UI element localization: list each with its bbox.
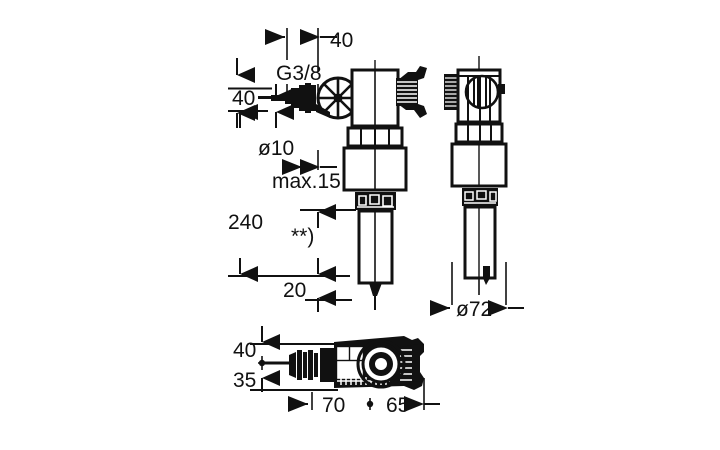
- side-adjustment-band: [462, 188, 498, 206]
- label-dim-40-left: 40: [232, 87, 255, 110]
- dim-20-leaders: [305, 290, 352, 312]
- plan-circular-boss: [356, 339, 406, 389]
- dim-40-top-leaders: [265, 28, 337, 72]
- label-dim-240: 240: [228, 211, 263, 234]
- label-dim-thread: G3/8: [276, 62, 322, 85]
- valve-upper-body: [350, 68, 400, 128]
- label-dim-35-plan: 35: [233, 369, 256, 392]
- valve-main-housing: [342, 146, 408, 192]
- side-collar: [454, 122, 504, 144]
- valve-collar: [346, 126, 404, 148]
- label-dim-max15: max.15: [272, 170, 341, 193]
- dim-d72-leaders: [430, 262, 524, 316]
- side-elevation-view: [444, 56, 508, 295]
- side-hose-connector: [444, 74, 458, 110]
- plan-view-dimensions: [250, 326, 440, 412]
- side-lower-shank: [463, 205, 497, 295]
- front-elevation-view: [258, 60, 427, 310]
- dim-max15-leaders: [282, 150, 345, 175]
- plan-top-view: [262, 336, 424, 390]
- dimension-labels: 40 G3/8 40 ø10 max.15 240 **) 20 ø72 40 …: [228, 29, 492, 417]
- label-dim-70-plan: 70: [322, 394, 345, 417]
- label-dim-65-plan: 65: [386, 394, 409, 417]
- label-dim-footnote: **): [291, 225, 314, 248]
- front-view-dimensions: [228, 28, 356, 312]
- float-wheel: [316, 76, 360, 120]
- label-dim-20: 20: [283, 279, 306, 302]
- hose-connector: [396, 66, 427, 118]
- label-dim-d72: ø72: [456, 298, 492, 321]
- side-float-wheel: [464, 74, 505, 110]
- lower-shank: [357, 209, 394, 310]
- side-main-housing: [450, 142, 508, 188]
- dim-footnote-leaders: [300, 204, 356, 282]
- label-dim-40-top: 40: [330, 29, 353, 52]
- adjustment-band: [355, 192, 396, 210]
- label-dim-40-plan: 40: [233, 339, 256, 362]
- label-dim-bore: ø10: [258, 137, 294, 160]
